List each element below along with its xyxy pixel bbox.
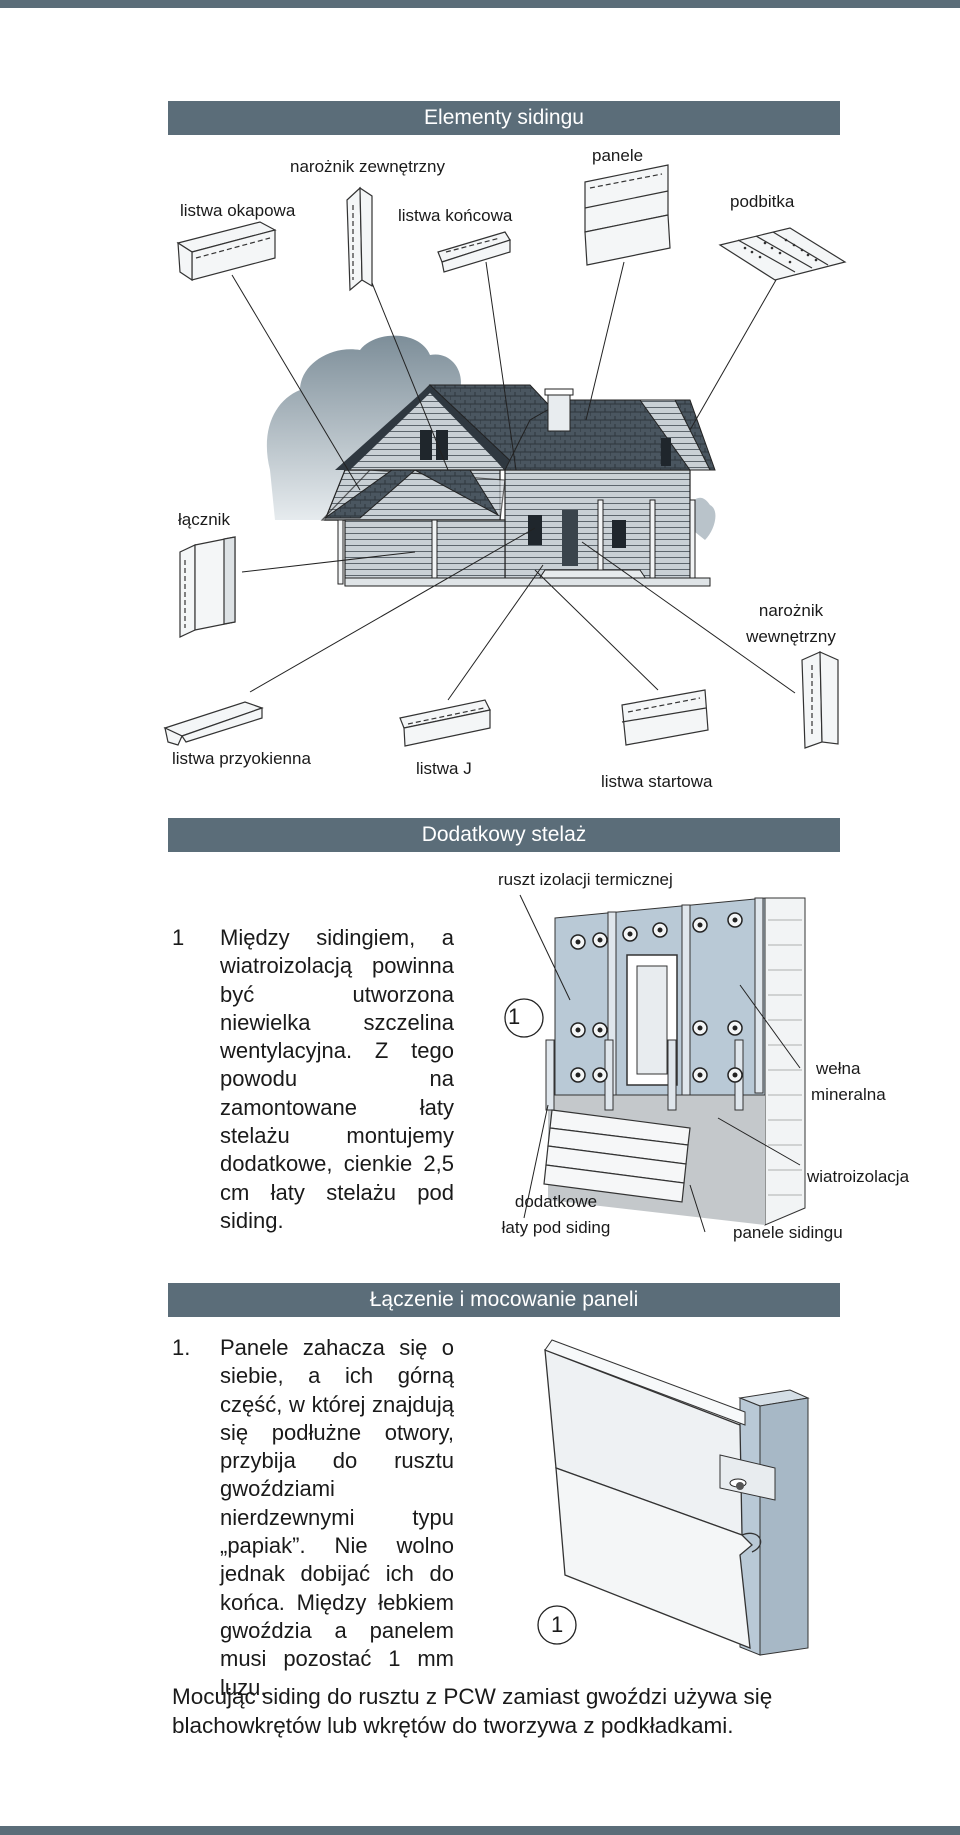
joining-note: Mocując siding do rusztu z PCW zamiast g… (172, 1684, 773, 1738)
top-border (0, 0, 960, 8)
joining-paragraph: Panele zahacza się o siebie, a ich górną… (220, 1335, 454, 1700)
label-welna-1: wełna (816, 1059, 861, 1078)
label-panele-sidingu: panele sidingu (733, 1223, 843, 1242)
label-dodatkowe-1: dodatkowe (514, 1192, 598, 1211)
house-illustration (266, 335, 716, 587)
frame-callout-number: 1 (508, 1004, 521, 1029)
label-listwa-j: listwa J (416, 759, 472, 778)
label-listwa-przyokienna: listwa przyokienna (172, 749, 311, 768)
label-ruszt: ruszt izolacji termicznej (498, 870, 673, 889)
part-listwa-startowa-icon (621, 689, 709, 746)
part-naroznik-zewnetrzny-icon (346, 186, 373, 292)
label-podbitka: podbitka (730, 192, 795, 211)
frame-item-number: 1 (172, 925, 185, 950)
section-header-elements: Elementy sidingu (168, 101, 840, 135)
part-panele-icon (584, 164, 671, 266)
part-listwa-okapowa-icon (176, 221, 277, 282)
framing-diagram (504, 894, 806, 1233)
joining-item-number: 1. (172, 1335, 191, 1360)
label-naroznik-wewnetrzny-1: narożnik (758, 601, 824, 620)
label-welna-2: mineralna (811, 1085, 886, 1104)
part-listwa-koncowa-icon (437, 231, 511, 273)
label-wiatroizolacja: wiatroizolacja (807, 1167, 910, 1186)
part-naroznik-wewnetrzny-icon (801, 651, 839, 749)
frame-paragraph: Między sidingiem, a wiatroizolacją powin… (220, 925, 454, 1233)
panel-joining-diagram (537, 1339, 810, 1656)
leader-lines (231, 261, 796, 701)
label-naroznik-wewnetrzny-2: wewnętrzny (746, 627, 836, 646)
section-header-frame: Dodatkowy stelaż (168, 818, 840, 852)
label-panele: panele (592, 146, 644, 165)
part-podbitka-icon (718, 227, 847, 281)
joining-callout-number: 1 (551, 1612, 564, 1637)
bottom-border (0, 1826, 960, 1835)
part-lacznik-icon (179, 536, 236, 638)
label-listwa-startowa: listwa startowa (601, 772, 713, 791)
part-listwa-przyokienna-icon (163, 701, 264, 746)
label-lacznik: łącznik (178, 510, 230, 529)
label-listwa-okapowa: listwa okapowa (180, 201, 296, 220)
label-naroznik-zewnetrzny: narożnik zewnętrzny (290, 157, 445, 176)
label-dodatkowe-2: łaty pod siding (501, 1218, 611, 1237)
part-listwa-j-icon (399, 699, 491, 747)
section-header-joining: Łączenie i mocowanie paneli (168, 1283, 840, 1317)
label-listwa-koncowa: listwa końcowa (398, 206, 513, 225)
